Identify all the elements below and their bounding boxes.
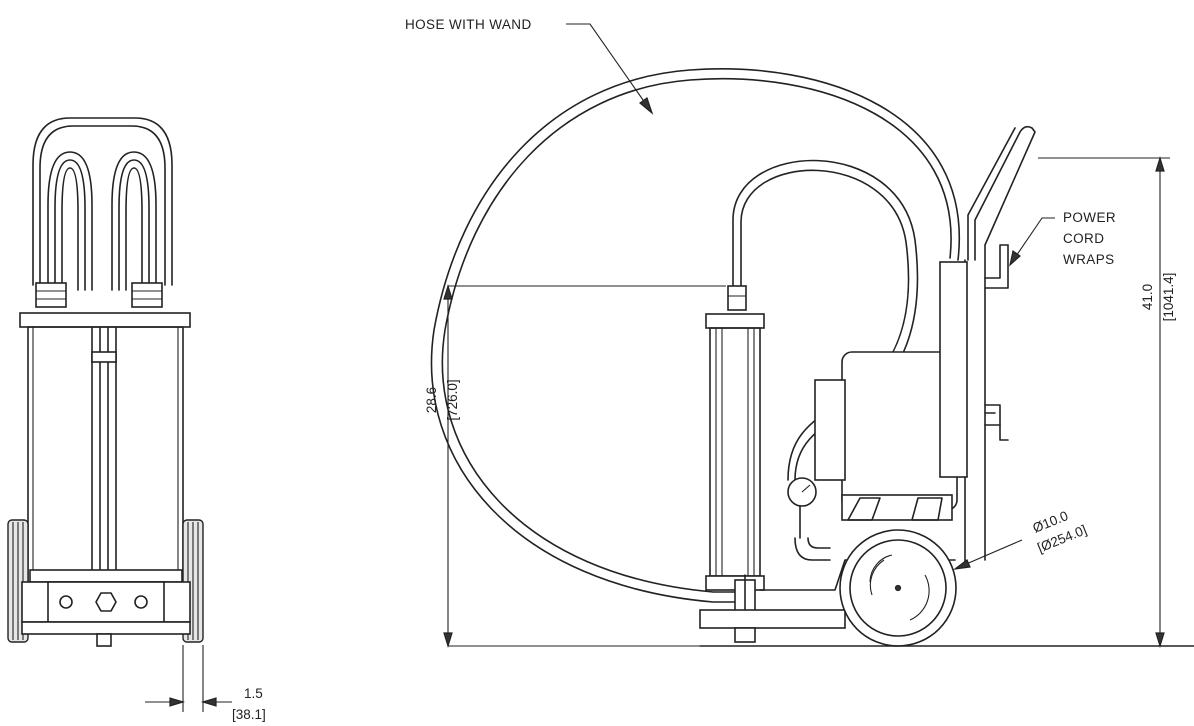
wheel-offset-mm: [38.1] [232, 707, 266, 722]
wheel-offset-inch: 1.5 [244, 686, 263, 701]
overall-height-inch: 41.0 [1140, 284, 1155, 310]
hose-label: HOSE WITH WAND [405, 17, 532, 32]
inlet-height-inch: 28.6 [424, 387, 439, 413]
front-view [7, 117, 232, 712]
cord-label-line3: WRAPS [1063, 252, 1115, 267]
cord-label-line1: POWER [1063, 210, 1116, 225]
overall-height-mm: [1041.4] [1161, 273, 1176, 322]
inlet-height-mm: [726.0] [445, 379, 460, 420]
cord-label-line2: CORD [1063, 231, 1104, 246]
side-view [430, 23, 1194, 649]
